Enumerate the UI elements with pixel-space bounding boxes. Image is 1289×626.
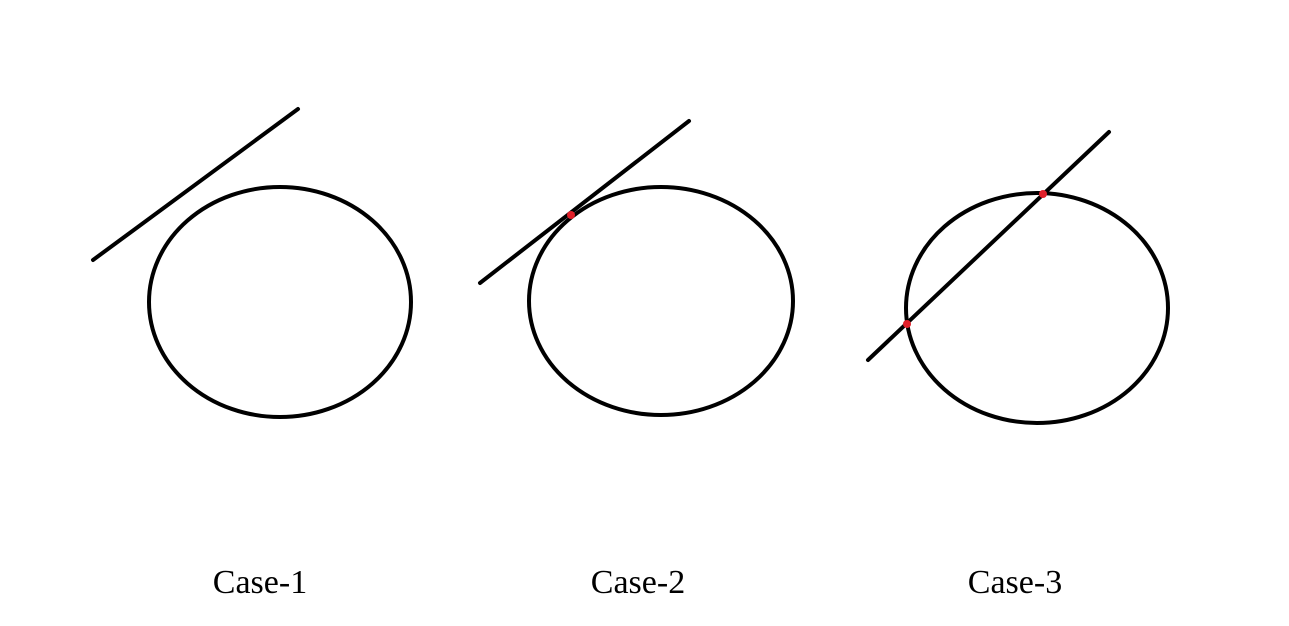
case-3-intersection-point-upper bbox=[1039, 190, 1047, 198]
case-3-circle bbox=[904, 191, 1170, 425]
case-2-label: Case-2 bbox=[590, 564, 686, 601]
case-2-line bbox=[478, 119, 691, 285]
case-2-circle bbox=[527, 185, 795, 417]
case-2-figure bbox=[478, 119, 795, 417]
case-1-figure bbox=[91, 107, 413, 419]
case-1-line bbox=[91, 107, 300, 262]
case-1-circle bbox=[147, 185, 413, 419]
case-3-intersection-point-lower bbox=[903, 320, 911, 328]
case-3-figure bbox=[866, 130, 1170, 425]
case-3-label: Case-3 bbox=[967, 564, 1063, 601]
case-2-tangent-point bbox=[567, 211, 575, 219]
case-1-label: Case-1 bbox=[212, 564, 308, 601]
